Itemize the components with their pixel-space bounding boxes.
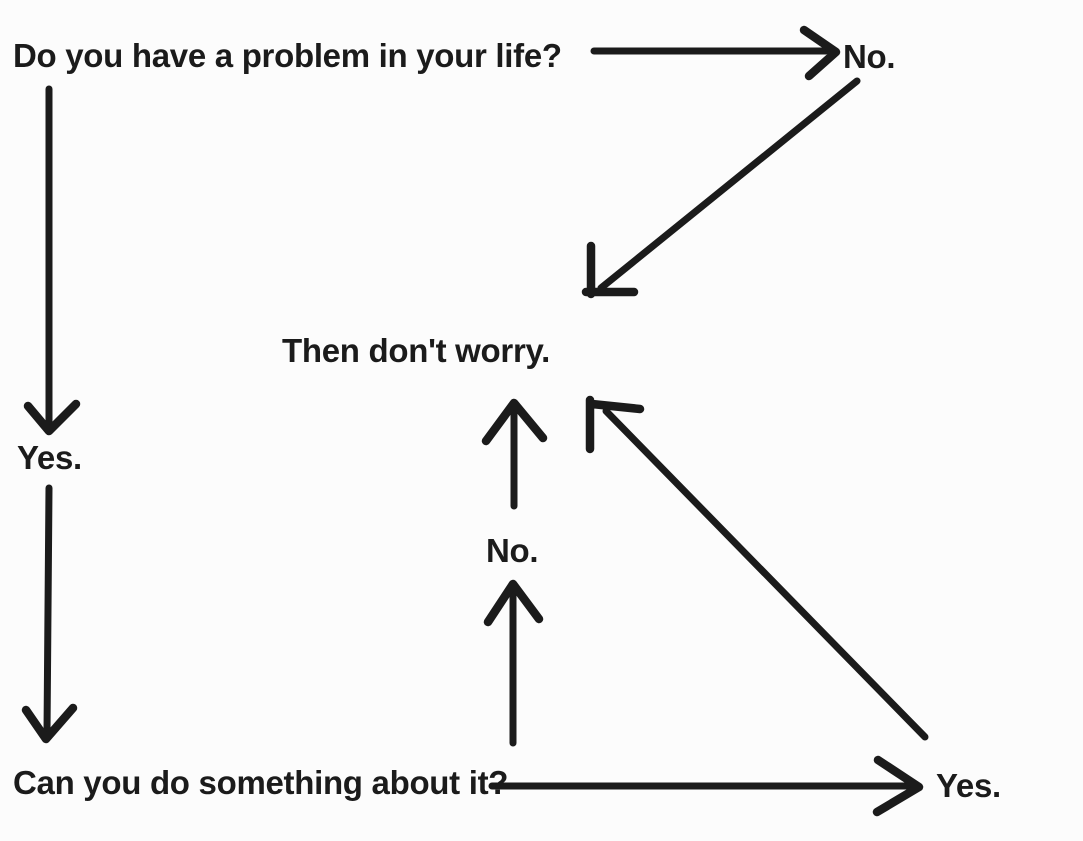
- node-then-dont-worry: Then don't worry.: [282, 332, 550, 369]
- arrow-yes-to-question2: [21, 484, 78, 744]
- arrow-question1-to-yes: [23, 85, 81, 436]
- node-question-1: Do you have a problem in your life?: [13, 37, 562, 74]
- node-yes-bottom: Yes.: [936, 767, 1001, 804]
- node-yes-left: Yes.: [17, 439, 82, 476]
- arrow-question2-to-yes: [488, 755, 924, 817]
- arrow-middle-no-to-dont-worry: [481, 398, 548, 510]
- arrow-no-to-dont-worry: [581, 77, 861, 299]
- arrow-question1-to-no: [590, 25, 841, 81]
- node-no-top: No.: [843, 38, 896, 75]
- node-question-2: Can you do something about it?: [13, 764, 509, 801]
- arrow-question2-to-middle-no: [483, 579, 544, 747]
- arrow-bottom-yes-to-dont-worry: [585, 395, 929, 741]
- node-no-middle: No.: [486, 532, 539, 569]
